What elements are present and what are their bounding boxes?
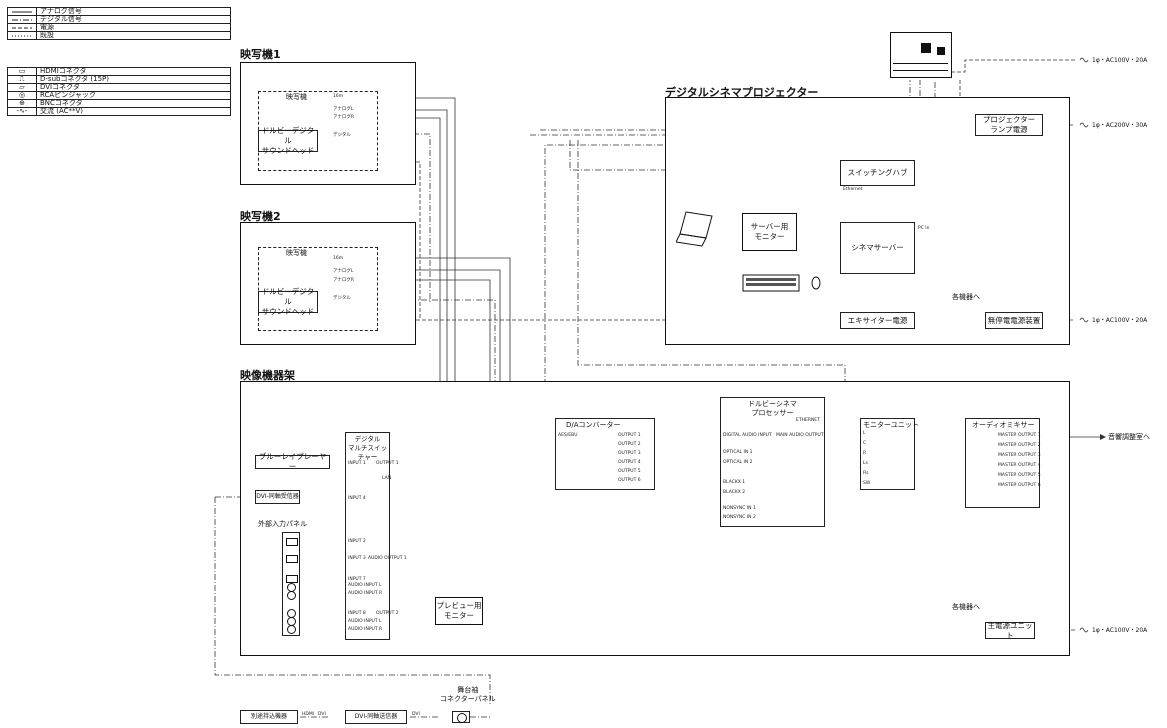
tag-dvi-2: DVI <box>412 712 420 717</box>
da-converter: D/Aコンバーター AES/EBU OUTPUT 1 OUTPUT 2 OUTP… <box>555 418 655 490</box>
external-panel-label: 外部入力パネル <box>258 520 307 528</box>
to-devices-label-1: 各機器へ <box>952 293 980 301</box>
legend-connector-row: -∿-交流 (AC**V) <box>7 107 231 116</box>
stage-panel-label: 舞台袖 コネクターパネル <box>440 686 496 703</box>
ethernet-label: Ethernet <box>843 187 863 192</box>
section-title-cinema-projector: デジタルシネマプロジェクター <box>665 86 819 99</box>
to-control-room-label: 音響調整室へ <box>1108 433 1150 441</box>
projector1-port-analog-l: アナログL <box>333 107 354 112</box>
projector1-port-16m: 16m <box>333 94 344 99</box>
switching-hub: スイッチングハブ <box>840 160 915 186</box>
bluray-player: ブルーレイプレーヤー <box>255 452 330 471</box>
projector1-dolby-head: ドルビーデジタル サウンドヘッド <box>258 126 318 155</box>
legend-line-row: 既設 <box>7 31 231 40</box>
projector2-dolby-head: ドルビーデジタル サウンドヘッド <box>258 287 318 316</box>
projector2-frame: 映写機 ドルビーデジタル サウンドヘッド 16m アナログL アナログR デジタ… <box>240 222 416 345</box>
monitor-unit: モニターユニット L C R Ls Rs SW <box>860 418 919 490</box>
dashed-line-icon <box>12 27 32 28</box>
projector2-dolby-label: ドルビーデジタル サウンドヘッド <box>261 287 315 316</box>
keyboard-icon <box>742 274 800 292</box>
separate-device: 別途持込機器 <box>240 710 298 724</box>
projector2-port-analog-l: アナログL <box>333 269 354 274</box>
pc-in-label: PC In <box>918 226 930 231</box>
section-title-projector1: 映写機1 <box>240 48 281 61</box>
dvi-receiver: DVI-同軸受信器 <box>255 490 300 504</box>
exciter-power: エキサイター電源 <box>840 312 915 329</box>
section-title-rack: 映像機器架 <box>240 369 295 382</box>
external-input-panel <box>282 532 300 636</box>
ups-unit: 無停電電源装置 <box>985 312 1043 329</box>
section-title-projector2: 映写機2 <box>240 210 281 223</box>
power-label-2: 1φ・AC200V・30A <box>1092 122 1148 129</box>
dsub-port-icon <box>286 555 298 563</box>
cinema-projector-frame <box>665 97 1070 345</box>
multi-switcher: デジタル マルチスイッチャー INPUT 1 INPUT 4 INPUT 2 I… <box>345 432 407 640</box>
tag-hdmi: HDMI <box>302 712 315 717</box>
projector1-port-digital: デジタル <box>333 133 351 138</box>
projector1-port-analog-r: アナログR <box>333 115 355 120</box>
dashdot-line-icon <box>12 19 32 20</box>
laptop-icon <box>676 211 713 247</box>
rca-jack-icon <box>287 625 296 634</box>
legend-line-label: 既設 <box>36 31 231 40</box>
bnc-connector-icon <box>457 713 467 723</box>
legend-connectors: ▭HDMIコネクタ⎍D-subコネクタ (15P)▱DVIコネクタ◎RCAピンジ… <box>7 67 231 116</box>
projector2-port-16m: 16m <box>333 256 344 261</box>
projector1-label: 映写機 <box>286 93 307 101</box>
dotted-line-icon <box>12 35 32 36</box>
solid-line-icon <box>12 11 32 12</box>
stage-connector-panel <box>452 711 470 723</box>
legend-connector-label: 交流 (AC**V) <box>36 107 231 116</box>
preview-monitor: プレビュー用 モニター <box>435 597 483 625</box>
dolby-processor: ドルビーシネマ プロセッサー DIGITAL AUDIO INPUT OPTIC… <box>720 397 825 527</box>
tag-dvi: DVI <box>318 712 326 717</box>
lamp-power: プロジェクター ランプ電源 <box>975 114 1043 136</box>
projector1-dolby-label: ドルビーデジタル サウンドヘッド <box>261 126 315 155</box>
rca-jack-icon <box>287 591 296 600</box>
dvi-transmitter: DVI-同軸送信器 <box>345 710 407 724</box>
dvi-port-icon <box>286 575 298 583</box>
hdmi-port-icon <box>286 538 298 546</box>
power-label-4: 1φ・AC100V・20A <box>1092 627 1148 634</box>
mouse-icon <box>811 276 821 290</box>
audio-mixer: オーディオミキサー MASTER OUTPUT 1 MASTER OUTPUT … <box>965 418 1041 508</box>
power-label-1: 1φ・AC100V・20A <box>1092 57 1148 64</box>
power-label-3: 1φ・AC100V・20A <box>1092 317 1148 324</box>
server-monitor: サーバー用 モニター <box>742 213 797 251</box>
projector2-inner <box>258 247 378 331</box>
projector2-label: 映写機 <box>286 249 307 257</box>
projector2-port-analog-r: アナログR <box>333 278 355 283</box>
to-devices-label-2: 各機器へ <box>952 603 980 611</box>
projector2-port-digital: デジタル <box>333 296 351 301</box>
cinema-server: シネマサーバー <box>840 222 915 274</box>
main-power-unit: 主電源ユニット <box>985 621 1035 640</box>
projector1-frame: 映写機 ドルビーデジタル サウンドヘッド 16m アナログL アナログR デジタ… <box>240 62 416 185</box>
cinema-projector-icon <box>890 32 952 78</box>
legend-line-types: アナログ信号デジタル信号電源既設 <box>7 7 231 40</box>
